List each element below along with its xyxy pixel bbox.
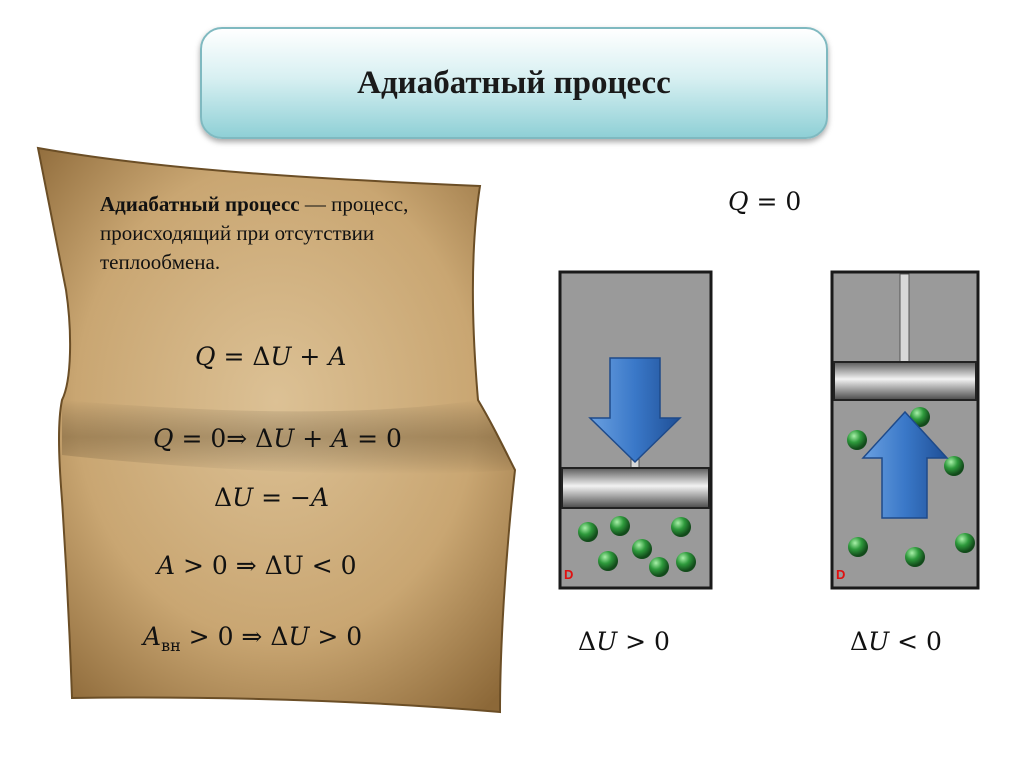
svg-text:D: D [564,567,573,582]
formula-first-law: Q = ΔU + A [195,342,347,371]
cylinder-compression: D [558,270,713,590]
page-title: Адиабатный процесс [357,64,671,101]
formula-a-positive: A > 0 ⇒ ΔU < 0 [157,551,357,580]
formula-subscript: вн [161,636,181,655]
title-banner: Адиабатный процесс [200,27,828,139]
cylinder-expansion: D [830,270,980,590]
definition-dash: — [299,192,332,216]
definition-term: Адиабатный процесс [100,192,300,216]
q-equals-zero: Q = 0 [728,187,802,216]
caption-du-negative: ΔU < 0 [850,627,942,656]
formula-du-minus-a: ΔU = −A [214,483,329,512]
formula-a-external: Aвн > 0 ⇒ ΔU > 0 [143,622,363,655]
formula-delta: Δ [214,483,233,512]
definition-rest: процесс, происходящий при отсутствии теп… [100,192,409,274]
formula-q-zero-text: = 0⇒ Δ [181,424,274,453]
formula-a-positive-text: > 0 ⇒ ΔU < 0 [183,551,357,580]
q-equals-zero-text: = 0 [756,187,802,216]
formula-q-zero: Q = 0⇒ ΔU + A = 0 [153,424,402,453]
caption-du-positive-text: > 0 [625,627,670,656]
svg-text:D: D [836,567,845,582]
caption-du-positive: ΔU > 0 [578,627,670,656]
caption-du-negative-text: < 0 [897,627,942,656]
definition-text: Адиабатный процесс — процесс, происходящ… [100,190,460,277]
